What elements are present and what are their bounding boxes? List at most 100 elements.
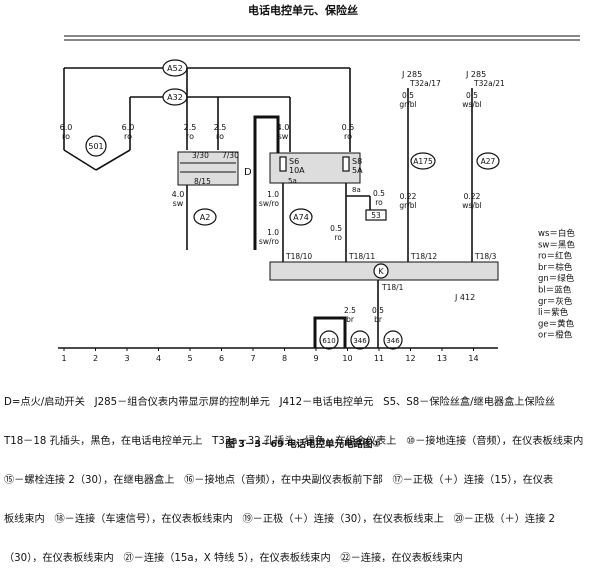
- wire-ground: [313, 316, 347, 348]
- wire-color: ws/bl: [462, 201, 481, 210]
- connector-a32-label: A32: [167, 93, 183, 102]
- color-legend: ws＝白色sw＝黑色ro＝红色br＝棕色gn＝绿色bl＝蓝色gr＝灰色li＝紫色…: [538, 228, 575, 341]
- legend-item: bl＝蓝色: [538, 285, 572, 296]
- wire-color: sw: [173, 199, 184, 208]
- connector-a74: [289, 208, 313, 226]
- connector-a52-label: A52: [167, 64, 183, 73]
- wire-color: gr/bl: [399, 201, 416, 210]
- connector-a27-label: A27: [481, 157, 496, 166]
- wire-size: 1.0: [267, 190, 279, 199]
- connector-501: [85, 135, 107, 157]
- wire-size: 1.0: [267, 228, 279, 237]
- connector-a175-label: A175: [413, 157, 433, 166]
- wire-color: gr/bl: [399, 100, 416, 109]
- wire-color: ro: [375, 198, 383, 207]
- scale-number: 14: [468, 354, 478, 363]
- switch-terminal: 7/30: [222, 151, 239, 160]
- connector-346: [350, 330, 370, 350]
- wire: [63, 149, 97, 171]
- connector-610: [319, 330, 339, 350]
- connector-a74-label: A74: [293, 213, 309, 222]
- wire-size: 2.5: [184, 123, 197, 132]
- scale-number: 1: [61, 354, 66, 363]
- connector-a175: [410, 152, 436, 170]
- wire-size: 0.5: [373, 189, 385, 198]
- fuse-s6-symbol: [279, 156, 287, 172]
- scale-number: 4: [156, 354, 161, 363]
- legend-item: gr＝灰色: [538, 296, 573, 307]
- scale-number: 2: [93, 354, 98, 363]
- legend-item: ro＝红色: [538, 251, 573, 262]
- scale-number: 13: [437, 354, 447, 363]
- wire-color: sw/ro: [259, 237, 279, 246]
- scale-number: 9: [313, 354, 318, 363]
- wire-size: 0.5: [342, 123, 355, 132]
- j285-pin: T32a/17: [409, 79, 441, 88]
- wire-size: 0.5: [372, 306, 384, 315]
- j285-pin: T32a/21: [473, 79, 505, 88]
- scale-number: 10: [342, 354, 352, 363]
- connector-501-label: 501: [88, 142, 103, 151]
- j412-pin: T18/1: [381, 283, 404, 292]
- legend-item: li＝紫色: [538, 307, 569, 318]
- wire-color: ro: [124, 132, 132, 141]
- connector-53: [365, 209, 387, 221]
- j412-pin: T18/10: [285, 252, 312, 261]
- connector-a2-label: A2: [200, 213, 211, 222]
- fuse-s6-rating: 10A: [289, 166, 305, 175]
- j285-label: J 285: [401, 70, 422, 79]
- switch-label: D: [244, 167, 252, 178]
- legend-item: sw＝黑色: [538, 239, 575, 250]
- caption-line: D=点火/启动开关 J285－组合仪表内带显示屏的控制单元 J412－电话电控单…: [4, 397, 556, 408]
- fuse-s6-label: S6: [289, 157, 299, 166]
- legend-item: ws＝白色: [538, 228, 575, 239]
- legend-item: br＝棕色: [538, 262, 573, 273]
- wire-size: 0.5: [330, 224, 342, 233]
- caption-line: ⑮－螺栓连接 2（30），在继电器盒上 ⑯－接地点（音频），在中央副仪表板前下部…: [4, 475, 554, 486]
- connector-346: [383, 330, 403, 350]
- j412-pin: T18/12: [410, 252, 437, 261]
- wiring-diagram: 电话电控单元、保险丝 A52 A32 501 6.0 ro 6.0 ro 2.5…: [58, 3, 580, 363]
- j412-pin: T18/3: [474, 252, 497, 261]
- figure-title: 图 3－3－69 电话电控单元电路图①: [225, 439, 381, 450]
- scale-number: 7: [250, 354, 255, 363]
- wire-size: 2.5: [214, 123, 227, 132]
- wire-color: ro: [334, 233, 342, 242]
- wire-color: ro: [62, 132, 70, 141]
- wire-size: 0.5: [466, 91, 478, 100]
- connector-346-label: 346: [353, 337, 367, 345]
- wire-size: 2.5: [344, 306, 356, 315]
- j285-label: J 285: [465, 70, 486, 79]
- scale-number: 6: [219, 354, 224, 363]
- connector-a27: [476, 152, 500, 170]
- fuse-s8-symbol: [342, 156, 350, 172]
- j412-label: J 412: [454, 293, 475, 302]
- switch-terminal: 8/15: [194, 177, 211, 186]
- legend-item: or＝橙色: [538, 330, 573, 341]
- scale-number: 3: [124, 354, 129, 363]
- scale-number: 5: [187, 354, 192, 363]
- wire-color: br: [346, 315, 355, 324]
- wire: [95, 149, 131, 171]
- wire-size: 6.0: [122, 123, 135, 132]
- legend-item: ge＝黄色: [538, 318, 575, 329]
- caption-line: T18－18 孔插头，黑色，在电话电控单元上 T32a－32 孔插头，绿色，在组…: [4, 436, 584, 447]
- fuse-s8-rating: 5A: [352, 166, 363, 175]
- fuse-pin: 5a: [288, 177, 297, 185]
- wire-size: 0.5: [402, 91, 414, 100]
- fuse-pin: 8a: [352, 186, 361, 194]
- wire-size: 4.0: [277, 123, 290, 132]
- wire-color: ws/bl: [462, 100, 481, 109]
- wire-color: ro: [216, 132, 224, 141]
- wire-color: sw: [278, 132, 289, 141]
- caption-line: 板线束内 ⑱－连接（车速信号），在仪表板线束内 ⑲－正极（＋）连接（30），在仪…: [4, 514, 555, 525]
- scale-number: 11: [374, 354, 384, 363]
- wire-size: 0.22: [464, 192, 481, 201]
- j412-pin: T18/11: [348, 252, 375, 261]
- connector-346-label: 346: [386, 337, 400, 345]
- fuse-s8-label: S8: [352, 157, 362, 166]
- scale-number: 12: [405, 354, 415, 363]
- switch-terminal: 3/30: [192, 151, 209, 160]
- wire-color: ro: [344, 132, 352, 141]
